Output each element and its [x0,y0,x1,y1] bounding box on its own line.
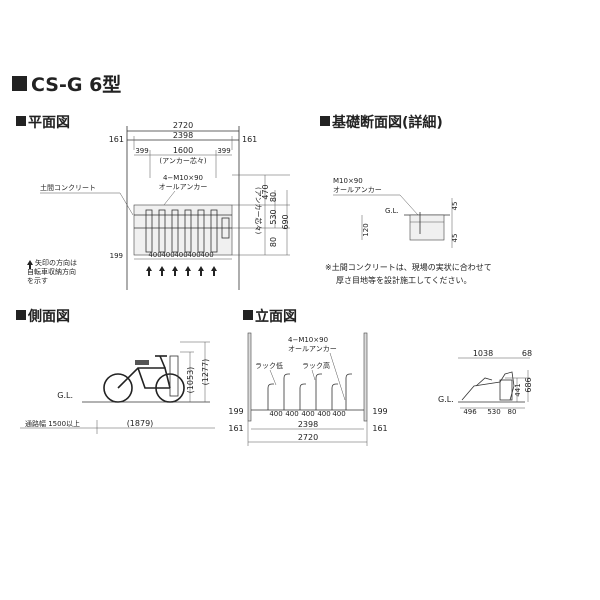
plan-anchor-spec-1: 4−M10×90 [163,174,203,182]
plan-dim-2720: 2720 [173,121,193,130]
plan-doma-label: 土間コンクリート [40,183,96,192]
plan-dim-161-right: 161 [242,135,257,144]
elevation-dim-161-left: 161 [228,424,243,433]
plan-view: 平面図 2720 161 2398 161 399 1600 399 (アンカー… [16,115,290,290]
foundation-note-2: 厚さ目地等を設計施工してください。 [336,275,472,285]
plan-dim-399-right: 399 [217,147,230,155]
plan-pitch-5: 400 [200,251,213,259]
elevation-anchor-1: 4−M10×90 [288,336,328,344]
elevation-pitch-1: 400 [269,410,282,418]
foundation-note-1: ※土間コンクリートは、現場の実状に合わせて [325,262,492,272]
plan-pitch-4: 400 [187,251,200,259]
elevation-rack-low: ラック低 [255,361,283,370]
elevation-rack-high: ラック高 [302,361,330,370]
plan-dim-530: 530 [269,209,278,224]
foundation-dim-45-bottom: 45 [451,234,459,243]
elevation-heading: 立面図 [255,308,297,325]
elevation-anchor-2: オールアンカー [288,345,337,353]
plan-heading: 平面図 [28,115,70,131]
side-heading: 側面図 [27,308,70,325]
rack-dim-68: 68 [522,349,532,358]
elevation-dim-2398: 2398 [298,420,318,429]
side-view: 側面図 G.L. (1053) (1277) 通路幅 1500以上 (1879) [16,308,215,434]
side-dim-1053: (1053) [186,367,195,394]
foundation-gl: G.L. [385,207,399,215]
plan-dim-199: 199 [110,252,123,260]
foundation-anchor-2: オールアンカー [333,186,382,194]
elevation-dim-2720: 2720 [298,433,318,442]
plan-anchor-center: (アンカー芯々) [159,156,206,165]
plan-dim-690: 690 [281,214,290,229]
foundation-section: 基礎断面図(詳細) M10×90 オールアンカー G.L. 45 120 45 … [320,114,492,285]
foundation-dim-120: 120 [362,223,370,236]
side-dim-1879: (1879) [127,419,154,428]
title-square-icon [12,76,27,91]
elevation-racks [267,373,352,410]
plan-dim-1600: 1600 [173,146,193,155]
rack-dim-1038: 1038 [473,349,493,358]
foundation-dim-45-top: 45 [451,202,459,211]
arrow-up-icon [27,260,33,269]
plan-rack-slots [145,209,218,253]
elevation-dim-199-right: 199 [372,407,387,416]
plan-arrow-note-2: 自転車収納方向 [27,267,76,276]
plan-direction-arrows [146,266,217,276]
elevation-dim-161-right: 161 [372,424,387,433]
plan-dim-399-left: 399 [135,147,148,155]
rack-dim-496: 496 [463,408,477,416]
plan-right-anchor-label: (アンカー芯々) [254,187,263,234]
foundation-anchor-1: M10×90 [333,177,363,185]
plan-dim-80-bottom: 80 [269,237,278,247]
plan-pitch-1: 400 [148,251,161,259]
bicycle-icon [103,355,185,403]
plan-dim-470: 470 [261,184,270,199]
side-dim-1277: (1277) [201,359,210,386]
rack-dim-80: 80 [508,408,517,416]
plan-pitch-2: 400 [161,251,174,259]
rack-dim-530: 530 [487,408,500,416]
side-gl: G.L. [57,391,73,400]
rack-dim-441: 441 [514,383,522,396]
elevation-dim-199-left: 199 [228,407,243,416]
plan-dim-80-top: 80 [269,192,278,202]
page-title: CS-G 6型 [31,73,121,96]
plan-pitch-3: 400 [174,251,187,259]
elevation-pitch-4: 400 [317,410,330,418]
foundation-heading: 基礎断面図(詳細) [332,114,443,131]
plan-arrow-note-1: 矢印の方向は [35,258,77,267]
rack-dim-686: 686 [524,377,533,392]
elevation-pitch-2: 400 [285,410,298,418]
plan-anchor-spec-2: オールアンカー [159,183,208,191]
plan-arrow-note-3: を示す [27,277,48,285]
elevation-heading-square-icon [243,310,253,320]
side-heading-square-icon [16,310,26,320]
elevation-view: 立面図 4−M10×90 オールアンカー ラック低 ラック高 199 400 4… [228,308,388,446]
plan-heading-square-icon [16,116,26,126]
rack-gl: G.L. [438,395,454,404]
elevation-pitch-5: 400 [332,410,345,418]
side-aisle: 通路幅 1500以上 [25,419,80,428]
elevation-pitch-3: 400 [301,410,314,418]
plan-dim-2398: 2398 [173,131,193,140]
rack-side-detail: 1038 68 G.L. 441 686 496 530 80 [438,349,533,416]
plan-dim-161-left: 161 [109,135,124,144]
foundation-heading-square-icon [320,116,330,126]
